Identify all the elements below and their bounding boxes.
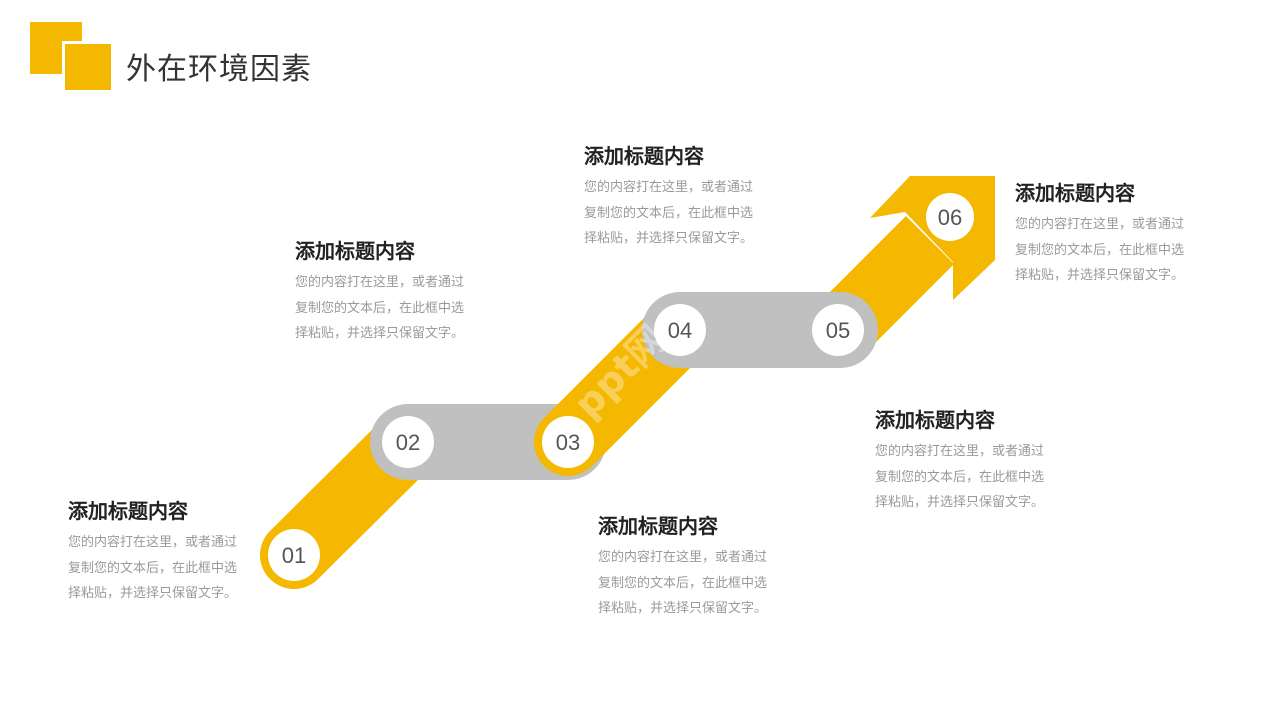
step-01-desc: 您的内容打在这里，或者通过复制您的文本后，在此框中选择粘贴，并选择只保留文字。 (68, 535, 238, 601)
page-title: 外在环境因素 (126, 52, 312, 87)
step-06-desc: 您的内容打在这里，或者通过复制您的文本后，在此框中选择粘贴，并选择只保留文字。 (1015, 217, 1185, 283)
step-02-block: 添加标题内容 您的内容打在这里，或者通过复制您的文本后，在此框中选择粘贴，并选择… (295, 235, 495, 347)
step-05-block: 添加标题内容 您的内容打在这里，或者通过复制您的文本后，在此框中选择粘贴，并选择… (875, 404, 1075, 516)
step-06-block: 添加标题内容 您的内容打在这里，或者通过复制您的文本后，在此框中选择粘贴，并选择… (1015, 177, 1215, 289)
step-06-title: 添加标题内容 (1015, 181, 1135, 205)
step-02-title: 添加标题内容 (295, 239, 415, 263)
node-05: 05 (812, 304, 864, 356)
node-06-label: 06 (938, 205, 962, 230)
step-03-block: 添加标题内容 您的内容打在这里，或者通过复制您的文本后，在此框中选择粘贴，并选择… (598, 510, 798, 622)
step-04-title: 添加标题内容 (584, 144, 704, 168)
step-05-desc: 您的内容打在这里，或者通过复制您的文本后，在此框中选择粘贴，并选择只保留文字。 (875, 444, 1045, 510)
node-03-label: 03 (556, 430, 580, 455)
step-03-desc: 您的内容打在这里，或者通过复制您的文本后，在此框中选择粘贴，并选择只保留文字。 (598, 550, 768, 616)
node-03: 03 (542, 416, 594, 468)
node-04: 04 (654, 304, 706, 356)
node-02-label: 02 (396, 430, 420, 455)
step-01-block: 添加标题内容 您的内容打在这里，或者通过复制您的文本后，在此框中选择粘贴，并选择… (68, 495, 268, 607)
step-04-block: 添加标题内容 您的内容打在这里，或者通过复制您的文本后，在此框中选择粘贴，并选择… (584, 140, 784, 252)
logo-square-front (65, 44, 111, 90)
step-03-title: 添加标题内容 (598, 514, 718, 538)
step-02-desc: 您的内容打在这里，或者通过复制您的文本后，在此框中选择粘贴，并选择只保留文字。 (295, 275, 465, 341)
step-01-title: 添加标题内容 (68, 499, 188, 523)
node-06: 06 (926, 193, 974, 241)
node-02: 02 (382, 416, 434, 468)
node-01: 01 (268, 529, 320, 581)
step-05-title: 添加标题内容 (875, 408, 995, 432)
node-04-label: 04 (668, 318, 692, 343)
node-01-label: 01 (282, 543, 306, 568)
node-05-label: 05 (826, 318, 850, 343)
step-04-desc: 您的内容打在这里，或者通过复制您的文本后，在此框中选择粘贴，并选择只保留文字。 (584, 180, 754, 246)
